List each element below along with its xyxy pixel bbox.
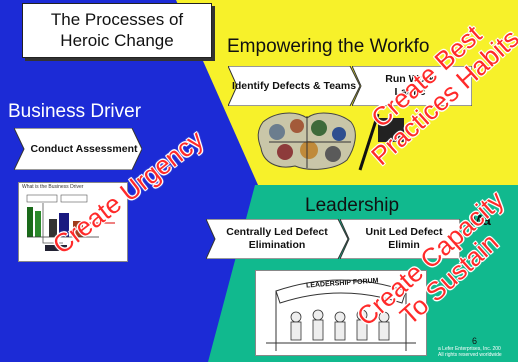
slide-title-line-2: Heroic Change: [60, 31, 174, 50]
dark-block: [378, 118, 404, 142]
puzzle-team-image: [255, 108, 363, 174]
page-number: 6: [472, 336, 478, 346]
thumbnail-title: What is the Business Driver: [22, 184, 84, 190]
step-centrally-led-label: Centrally Led Defect Elimination: [226, 226, 328, 251]
step-identify-defects: Identify Defects & Teams: [227, 65, 361, 107]
step-unit-led: Unit Led Defect Elimin: [339, 218, 461, 260]
step-manage-fragment: Ma: [470, 212, 491, 229]
leadership-forum-image: LEADERSHIP FORUM: [255, 270, 427, 356]
step-identify-defects-label: Identify Defects & Teams: [231, 79, 357, 92]
step-conduct-assessment-label: Conduct Assessment: [30, 142, 138, 155]
step-run-workouts-label: Run Work Launc: [385, 73, 435, 98]
step-centrally-led: Centrally Led Defect Elimination: [205, 218, 349, 260]
section-empowering-workforce: Empowering the Workfo: [227, 36, 430, 57]
section-business-driver: Business Driver: [8, 101, 142, 122]
step-run-workouts: Run Work Launc: [351, 65, 473, 107]
business-driver-thumbnail: What is the Business Driver: [18, 182, 128, 262]
section-leadership: Leadership: [305, 195, 400, 216]
slash-mark: [358, 113, 380, 171]
copyright-line-1: a Lefer Enterprises, Inc. 200: [438, 346, 501, 352]
step-unit-led-label: Unit Led Defect Elimin: [365, 226, 443, 251]
slide-title: The Processes of Heroic Change: [22, 3, 212, 58]
slide-title-line-1: The Processes of: [50, 10, 184, 29]
copyright-line-2: All rights reserved worldwide: [438, 352, 502, 358]
step-conduct-assessment: Conduct Assessment: [13, 127, 143, 171]
copyright-footer: a Lefer Enterprises, Inc. 200 All rights…: [438, 346, 502, 358]
